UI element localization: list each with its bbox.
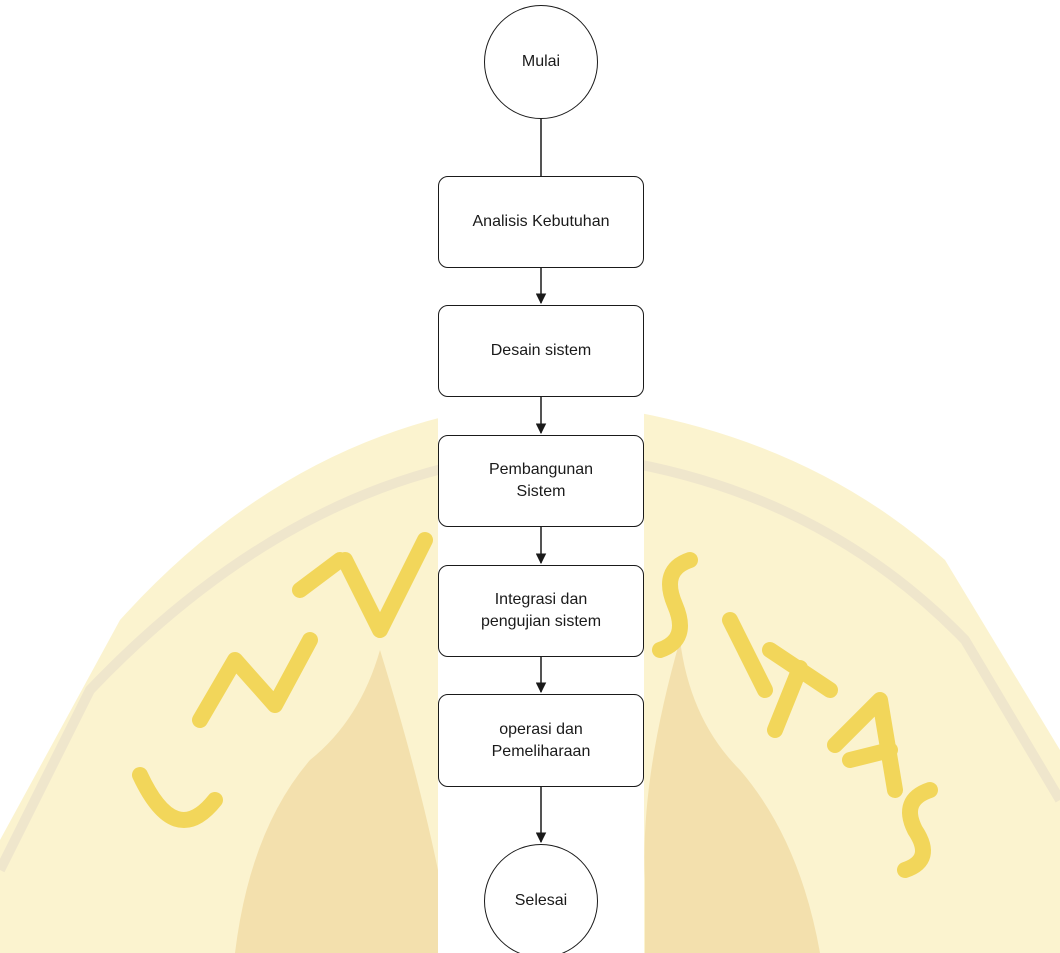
step-integrasi-pengujian: Integrasi dan pengujian sistem (438, 565, 644, 657)
step-desain-sistem: Desain sistem (438, 305, 644, 397)
watermark-flame-right (644, 640, 820, 953)
end-node: Selesai (484, 844, 598, 953)
watermark-letter-s (652, 552, 698, 658)
watermark-letter-v (337, 532, 433, 638)
watermark-letter-i2 (722, 612, 773, 698)
watermark-letter-a (827, 692, 903, 798)
watermark-letter-t (762, 642, 838, 738)
step-label: operasi dan Pemeliharaan (491, 720, 591, 760)
end-label: Selesai (514, 892, 568, 909)
step-label: Integrasi dan pengujian sistem (480, 591, 602, 630)
start-node: Mulai (484, 5, 598, 119)
watermark-letter-i1 (292, 552, 348, 598)
step-operasi-pemeliharaan: operasi dan Pemeliharaan (438, 694, 644, 787)
watermark-flame-left (235, 650, 440, 953)
step-label: Pembangunan Sistem (488, 461, 594, 500)
step-pembangunan-sistem: Pembangunan Sistem (438, 435, 644, 527)
start-label: Mulai (521, 53, 561, 70)
step-label: Analisis Kebutuhan (472, 213, 610, 230)
watermark-letter-u (132, 767, 223, 828)
step-analisis-kebutuhan: Analisis Kebutuhan (438, 176, 644, 268)
watermark-letter-n (192, 632, 318, 728)
watermark-letter-s2 (897, 782, 938, 878)
step-label: Desain sistem (490, 342, 592, 359)
